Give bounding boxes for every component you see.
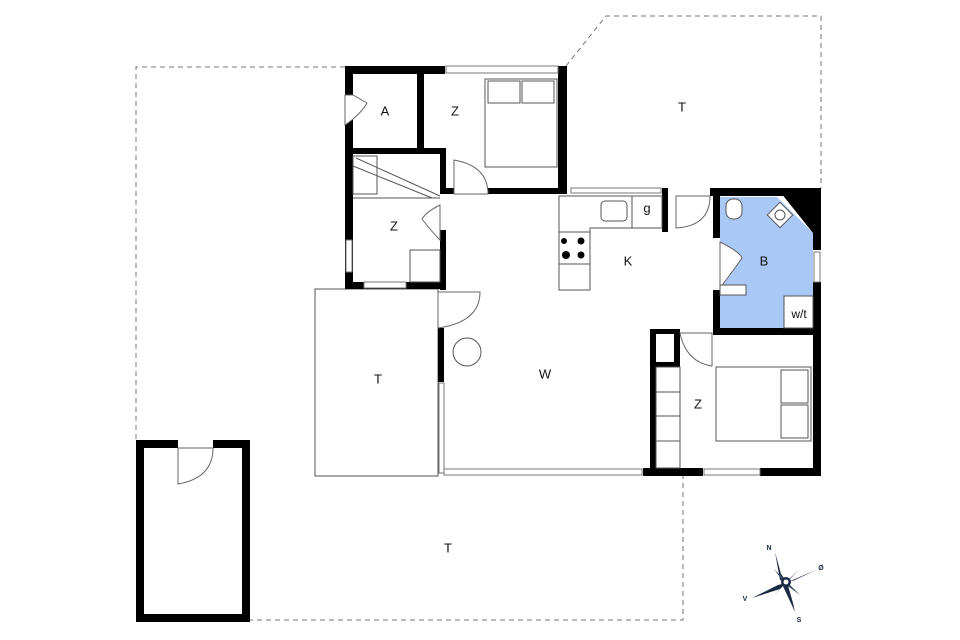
room-label-bedroom-1: Z <box>451 103 459 118</box>
compass-s: S <box>797 617 802 624</box>
room-label-terrace-ne: T <box>678 99 686 114</box>
room-label-terrace-w: T <box>374 371 382 386</box>
doors <box>177 94 743 485</box>
compass-n: N <box>766 545 771 552</box>
room-label-bathroom: B <box>760 253 769 268</box>
furniture <box>352 78 814 469</box>
compass-rose-icon: N S V Ø <box>743 545 825 624</box>
room-label-storage: A <box>381 103 390 118</box>
compass-v: V <box>743 596 748 603</box>
room-label-kitchen: K <box>624 253 633 268</box>
compass-o: Ø <box>818 565 824 572</box>
plot-boundary <box>135 15 822 621</box>
room-label-living: W <box>539 366 552 381</box>
room-label-bedroom-2: Z <box>390 218 398 233</box>
room-label-terrace-s: T <box>444 540 452 555</box>
room-label-g: g <box>643 200 650 215</box>
room-label-bedroom-3: Z <box>694 396 702 411</box>
windows <box>345 65 821 476</box>
room-label-washer: w/t <box>790 307 807 321</box>
